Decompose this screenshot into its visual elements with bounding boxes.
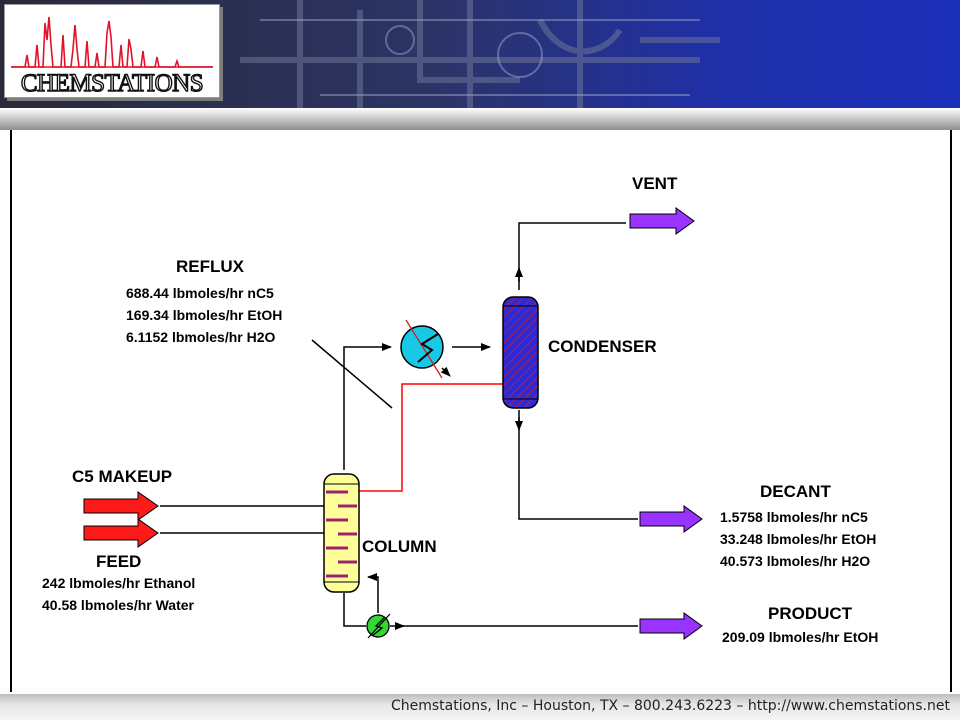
footer-bar: Chemstations, Inc – Houston, TX – 800.24… [0, 694, 960, 720]
decant-line: 1.5758 lbmoles/hr nC5 [720, 509, 868, 525]
decant-line: 33.248 lbmoles/hr EtOH [720, 531, 876, 547]
c5-makeup-label: C5 MAKEUP [72, 467, 172, 486]
distillation-column [323, 473, 360, 593]
vent-label: VENT [632, 174, 678, 193]
feed-title: FEED [96, 552, 141, 571]
stream-reflux [357, 383, 539, 492]
column-label: COLUMN [362, 537, 437, 556]
reflux-line: 169.34 lbmoles/hr EtOH [126, 307, 282, 323]
decant-arrow-icon [639, 505, 703, 533]
reboiler [366, 613, 391, 639]
product-title: PRODUCT [768, 604, 853, 623]
c5-makeup-arrow-icon [83, 491, 159, 521]
decant-title: DECANT [760, 482, 831, 501]
decant-line: 40.573 lbmoles/hr H2O [720, 553, 870, 569]
reflux-title: REFLUX [176, 257, 245, 276]
chemstations-logo: CHEMSTATIONS [4, 4, 220, 98]
plant-pipes-decoration [240, 0, 720, 108]
stream-vent [518, 222, 626, 290]
feed-line: 242 lbmoles/hr Ethanol [42, 575, 195, 591]
product-arrow-icon [639, 612, 703, 640]
stream-decant [518, 410, 638, 520]
heat-exchanger [400, 319, 451, 379]
feed-arrow-icon [83, 518, 159, 548]
condenser-label: CONDENSER [548, 337, 657, 356]
stream-boilup [367, 573, 379, 613]
reflux-line: 6.1152 lbmoles/hr H2O [126, 329, 276, 345]
stream-column-overhead [343, 343, 392, 470]
header-divider-bar [0, 108, 960, 130]
process-flow-diagram: VENT REFLUX 688.44 lbmoles/hr nC5 169.34… [10, 130, 952, 692]
product-line: 209.09 lbmoles/hr EtOH [722, 629, 878, 645]
reflux-leader-line [311, 339, 393, 409]
logo-text: CHEMSTATIONS [21, 70, 203, 97]
stream-column-bottoms [343, 593, 366, 627]
condenser-vessel [502, 296, 539, 409]
logo-graphic: CHEMSTATIONS [11, 16, 213, 98]
feed-line: 40.58 lbmoles/hr Water [42, 597, 195, 613]
footer-contact-text: Chemstations, Inc – Houston, TX – 800.24… [390, 698, 950, 714]
reflux-line: 688.44 lbmoles/hr nC5 [126, 285, 274, 301]
header-banner: CHEMSTATIONS [0, 0, 960, 108]
logo-spectrum-icon [11, 16, 213, 68]
vent-arrow-icon [629, 207, 695, 235]
flowsheet-svg: VENT REFLUX 688.44 lbmoles/hr nC5 169.34… [42, 174, 878, 645]
